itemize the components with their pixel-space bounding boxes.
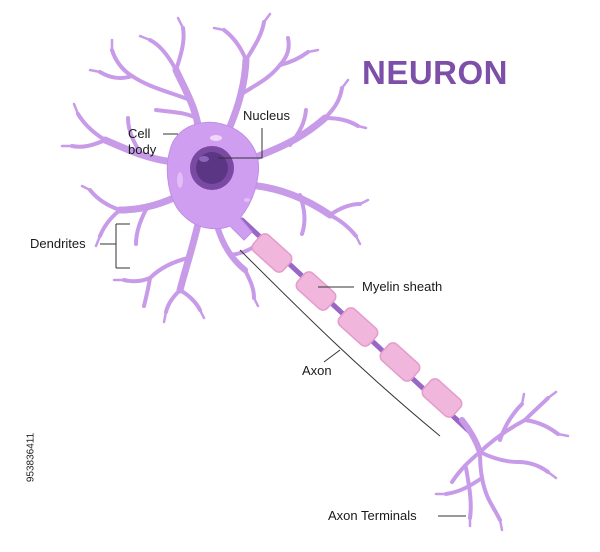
dendrite-twig bbox=[72, 102, 80, 116]
dendrite-twig bbox=[88, 68, 102, 74]
label-cell-body: Cell body bbox=[128, 126, 156, 158]
label-axon: Axon bbox=[302, 363, 332, 378]
label-myelin-sheath: Myelin sheath bbox=[362, 279, 443, 294]
dendrite-branch bbox=[164, 288, 182, 314]
dendrite-trunk-right bbox=[244, 114, 329, 164]
leader-nucleus bbox=[218, 128, 263, 159]
dendrite-branch bbox=[126, 116, 142, 154]
dendrite-branch bbox=[323, 116, 360, 128]
myelin-sheath bbox=[251, 233, 463, 418]
dendrite-branch bbox=[244, 20, 266, 62]
dendrite-branch bbox=[154, 108, 198, 120]
dendrite-branch bbox=[88, 188, 122, 212]
myelin-segment bbox=[295, 271, 337, 311]
terminal-branch bbox=[516, 460, 550, 474]
myelin-segment bbox=[251, 233, 293, 273]
nucleus-highlight bbox=[199, 156, 209, 162]
dendrite-branch bbox=[323, 86, 344, 120]
dendrite-branch bbox=[148, 38, 178, 72]
leader-dendrites bbox=[100, 223, 130, 269]
terminal-branch bbox=[498, 402, 524, 442]
terminal-branch bbox=[450, 450, 482, 484]
dendrite-branch bbox=[298, 193, 307, 236]
leader-lines bbox=[100, 128, 466, 517]
label-cell-body-line1: Cell bbox=[128, 126, 151, 141]
dendrite-branch bbox=[130, 74, 192, 102]
dendrite-branch bbox=[328, 213, 358, 238]
terminal-branch bbox=[444, 476, 484, 496]
label-nucleus: Nucleus bbox=[243, 108, 290, 123]
dendrite-twig bbox=[176, 16, 185, 30]
dendrite-twig bbox=[198, 308, 206, 320]
dendrite-twig bbox=[340, 78, 350, 90]
dendrite-twig bbox=[212, 26, 226, 32]
terminal-branch bbox=[464, 466, 473, 520]
leader-axon bbox=[323, 349, 341, 363]
terminal-branch bbox=[523, 396, 550, 422]
label-cell-body-line2: body bbox=[128, 142, 157, 157]
dendrite-branch bbox=[278, 50, 310, 67]
cell-body-highlight bbox=[177, 172, 183, 188]
leader-axon-bracket bbox=[239, 249, 441, 437]
dendrite-branch bbox=[98, 208, 122, 238]
label-axon-terminals: Axon Terminals bbox=[328, 508, 417, 523]
dendrite-branch bbox=[122, 276, 152, 284]
dendrite-trunk-bottom bbox=[176, 211, 204, 294]
dendrite-twig bbox=[262, 12, 272, 24]
dendrite-branch bbox=[174, 26, 186, 72]
dendrite-twig bbox=[138, 34, 152, 42]
dendrite-branch bbox=[178, 288, 202, 312]
dendrite-branch bbox=[328, 202, 362, 217]
dendrite-trunk-right-low bbox=[246, 181, 334, 219]
terminal-twig bbox=[546, 390, 558, 400]
dendrite-branch bbox=[288, 108, 308, 147]
terminal-twig bbox=[498, 518, 504, 532]
dendrite-branch bbox=[238, 63, 282, 97]
side-id-text: 953836411 bbox=[25, 432, 37, 483]
terminal-twig bbox=[546, 470, 558, 480]
cell-body-highlight bbox=[244, 198, 250, 202]
dendrite-branch bbox=[222, 28, 248, 62]
dendrite-twig bbox=[356, 124, 368, 130]
myelin-segment bbox=[337, 307, 379, 347]
dendrite-twig bbox=[252, 296, 260, 308]
dendrite-twig bbox=[306, 48, 320, 54]
dendrite-branch bbox=[134, 204, 150, 246]
dendrite-twig bbox=[358, 198, 370, 206]
myelin-segment bbox=[379, 342, 421, 382]
label-dendrites: Dendrites bbox=[30, 236, 86, 251]
cell-body-highlight bbox=[210, 135, 222, 141]
dendrite-twig bbox=[80, 184, 92, 192]
terminal-twig bbox=[520, 392, 526, 406]
terminal-branch bbox=[523, 418, 560, 436]
dendrite-branch bbox=[98, 70, 134, 81]
dendrite-branch bbox=[243, 268, 256, 300]
terminal-twig bbox=[556, 432, 570, 438]
terminal-branch bbox=[478, 450, 490, 500]
terminal-branch bbox=[478, 450, 520, 464]
terminal-branch bbox=[486, 496, 502, 522]
dendrite-trunk-left-low bbox=[116, 191, 184, 214]
dendrite-branch bbox=[110, 48, 134, 78]
dendrite-twig bbox=[162, 310, 168, 324]
dendrite-branch bbox=[70, 138, 107, 149]
terminal-trunk bbox=[459, 417, 483, 455]
dendrite-branch bbox=[76, 112, 107, 142]
dendrite-branch bbox=[148, 256, 190, 280]
diagram-title: NEURON bbox=[362, 54, 509, 91]
dendrite-twig bbox=[94, 234, 102, 248]
myelin-segment bbox=[421, 378, 463, 418]
axon-terminals bbox=[434, 390, 570, 532]
dendrite-twig bbox=[354, 234, 362, 246]
dendrite-branch bbox=[142, 276, 152, 308]
